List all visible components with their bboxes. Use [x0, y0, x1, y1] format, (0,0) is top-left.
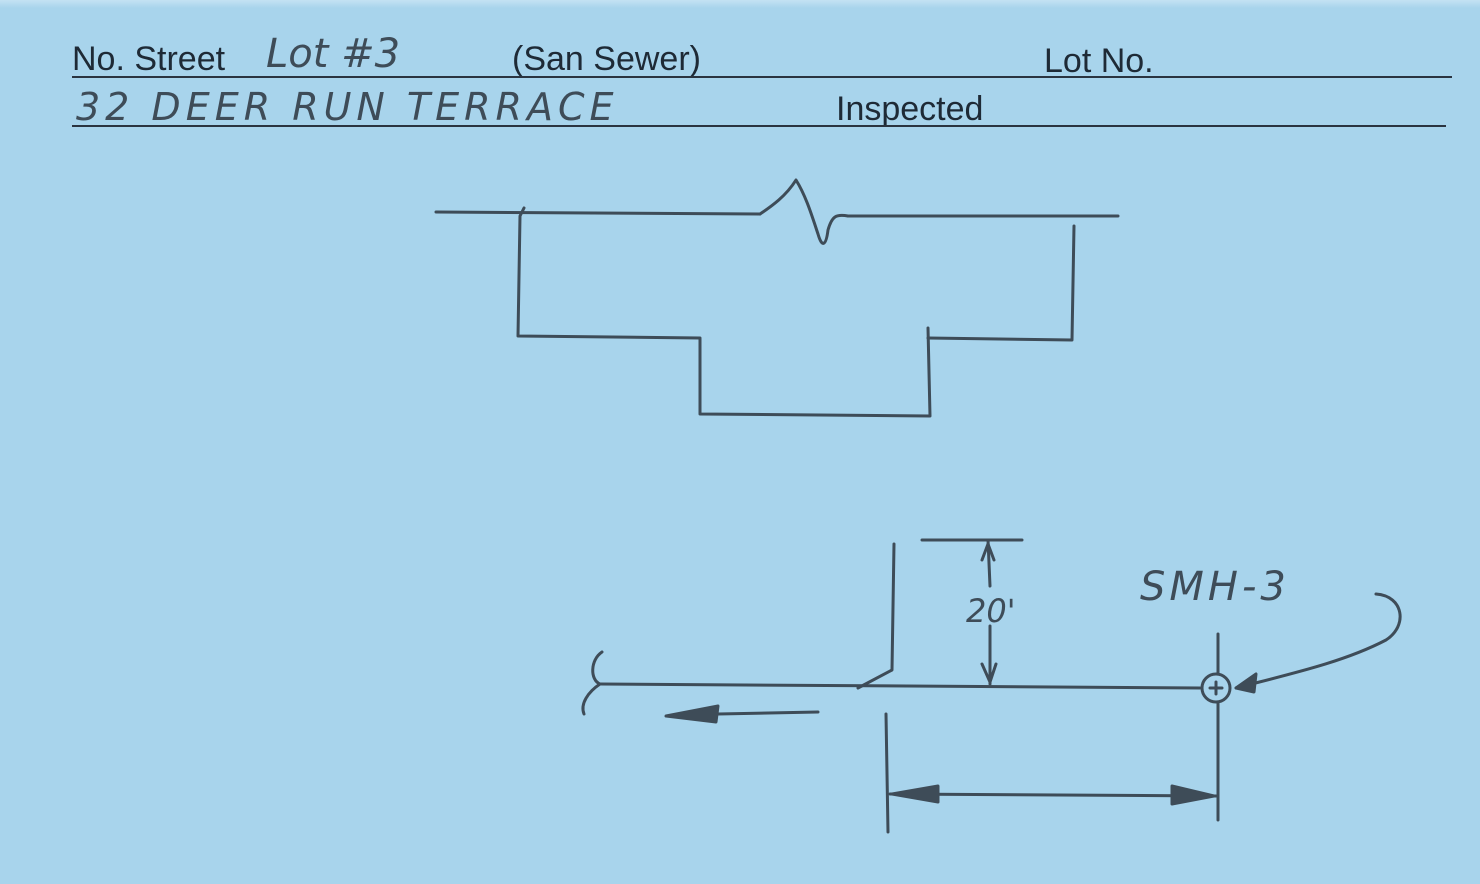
inspected-label: Inspected — [836, 90, 984, 128]
flow-arrow — [664, 704, 820, 724]
offset-dimension-label: 20' — [966, 592, 1016, 630]
address-handwritten: 32 DEER RUN TERRACE — [76, 85, 619, 129]
lot-label: Lot No. — [1044, 42, 1154, 80]
house-footprint — [434, 178, 1120, 418]
card-top-edge — [0, 0, 1480, 8]
utility-label: (San Sewer) — [512, 40, 701, 78]
sewer-main-line — [598, 682, 1202, 690]
street-handwritten: Lot #3 — [266, 31, 401, 77]
manhole-leader — [1234, 592, 1402, 690]
street-end-squiggle — [581, 650, 604, 716]
manhole-label: SMH-3 — [1140, 564, 1290, 610]
offset-dimension — [920, 538, 1024, 686]
sewer-lateral — [856, 542, 896, 690]
address-rule — [72, 125, 1446, 127]
manhole-symbol — [1200, 632, 1232, 822]
header-rule — [72, 76, 1452, 78]
street-label: No. Street — [72, 40, 226, 78]
distance-dimension — [884, 712, 1218, 834]
